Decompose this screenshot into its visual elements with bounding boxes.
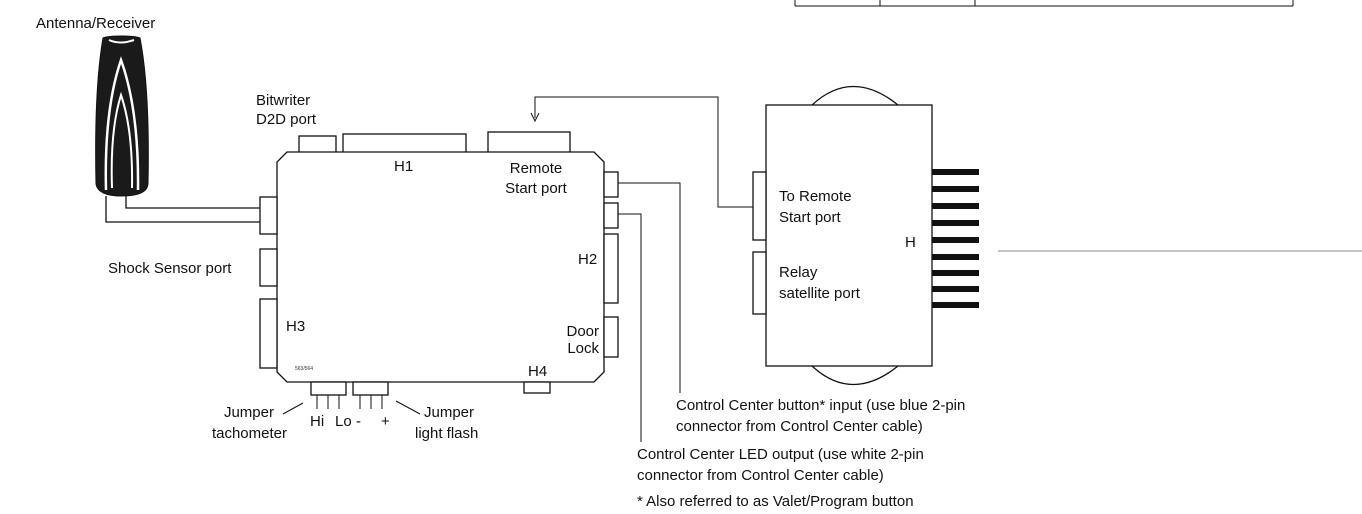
h2-connector: [603, 233, 619, 304]
control-module: [259, 131, 619, 396]
cc-led-label-line2: connector from Control Center cable): [637, 467, 884, 484]
door-lock-label-line1: Door: [566, 323, 599, 340]
remote-port-label-line1: Remote: [509, 160, 563, 177]
jumper-flash-block: [352, 381, 389, 396]
h4-connector: [523, 381, 551, 394]
door-lock-connector: [603, 316, 619, 358]
h1-label: H1: [394, 158, 414, 175]
remote-start-link: [530, 96, 753, 208]
bitwriter-port: [298, 135, 337, 154]
cc-button-label-line2: connector from Control Center cable): [676, 418, 923, 435]
relay-satellite-label-line2: satellite port: [779, 285, 860, 302]
jumper-tach-block: [310, 381, 347, 396]
relay-satellite-port: [752, 251, 767, 315]
relay-satellite-label-line1: Relay: [779, 264, 818, 281]
jumper-tach-label-line1: Jumper: [223, 404, 274, 421]
jumper-flash-label-line2: light flash: [415, 425, 479, 442]
h1-connector: [342, 133, 467, 154]
h3-label: H3: [286, 318, 306, 335]
cc-led-label-line1: Control Center LED output (use white 2-p…: [637, 446, 924, 463]
remote-port-label-line2: Start port: [505, 180, 567, 197]
bitwriter-label-line2: D2D port: [256, 111, 317, 128]
relay-satellite-module: [752, 86, 933, 385]
shock-sensor-port: [259, 248, 278, 287]
table-fragment: [794, 0, 1294, 7]
control-center-leaders: [618, 182, 681, 442]
to-remote-label-line2: Start port: [779, 209, 841, 226]
h3-connector: [259, 298, 278, 369]
to-remote-label-line1: To Remote: [779, 188, 852, 205]
remote-start-port: [487, 131, 571, 154]
cc-led-port: [603, 202, 619, 229]
lo-label: Lo: [335, 413, 352, 430]
cc-button-label-line1: Control Center button* input (use blue 2…: [676, 397, 966, 414]
antenna-label: Antenna/Receiver: [36, 15, 156, 32]
hi-label: Hi: [310, 413, 325, 430]
footnote-label: * Also referred to as Valet/Program butt…: [637, 493, 914, 510]
to-remote-start-port: [752, 171, 767, 241]
jumper-flash-label-line1: Jumper: [424, 404, 475, 421]
shock-sensor-port-upper: [259, 196, 278, 235]
jumper-tach-label-line2: tachometer: [211, 425, 287, 442]
h2-label: H2: [578, 251, 598, 268]
relay-h-label: H: [905, 234, 916, 251]
minus-label: -: [356, 413, 361, 430]
cc-button-port: [603, 171, 619, 198]
bitwriter-label-line1: Bitwriter: [256, 92, 311, 109]
antenna-receiver-icon: [95, 35, 149, 197]
jumper-pins: [282, 395, 421, 415]
door-lock-label-line2: Lock: [567, 340, 599, 357]
plus-label: +: [381, 413, 390, 430]
relay-harness-pins: [932, 169, 979, 308]
model-code-label: 563/564: [295, 366, 314, 372]
antenna-cable: [105, 196, 261, 223]
h4-label: H4: [528, 363, 548, 380]
shock-sensor-label: Shock Sensor port: [108, 260, 232, 277]
